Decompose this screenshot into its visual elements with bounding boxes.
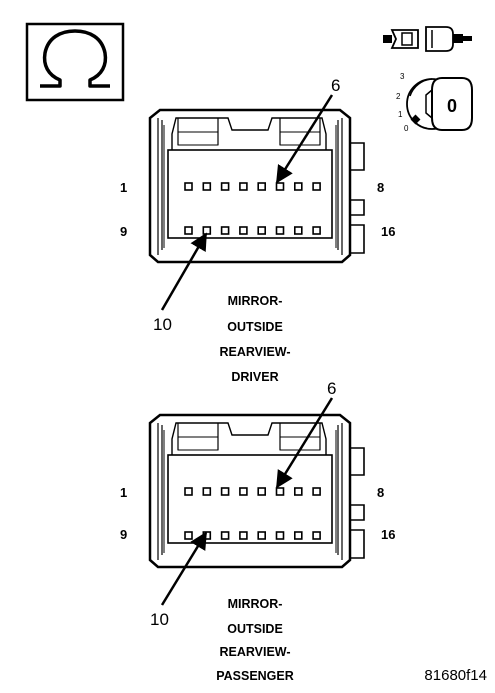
pin-cavity-14: [275, 531, 285, 540]
connector-passenger: 1 8 9 16 6 10 MIRROR- OUTSIDE REARVIEW- …: [120, 379, 395, 683]
ohm-icon: [40, 29, 110, 88]
pin-cavity-9: [184, 226, 193, 235]
pin-label-1: 1: [120, 180, 127, 195]
ignition-switch-icon: 3 2 1 0 0: [396, 72, 473, 133]
connector-housing: [148, 108, 365, 264]
pin-cavity-2: [202, 182, 212, 191]
caption-line-4: PASSENGER: [216, 669, 294, 683]
pin-cavity-12: [239, 531, 248, 540]
pin-cavity-16: [312, 226, 321, 235]
pin-cavity-8: [312, 487, 321, 496]
pin-cavity-2: [202, 487, 212, 496]
caption-line-1: MIRROR-: [228, 294, 283, 308]
pin-cavity-11: [220, 226, 230, 235]
pin-cavity-8: [312, 182, 321, 191]
callout-arrow-10: [160, 232, 208, 311]
pin-label-16: 16: [381, 224, 395, 239]
caption-line-2: OUTSIDE: [227, 320, 283, 334]
caption-line-1: MIRROR-: [228, 597, 283, 611]
caption-line-3: REARVIEW-: [219, 645, 290, 659]
caption-line-2: OUTSIDE: [227, 622, 283, 636]
pin-row-bottom: [184, 226, 321, 235]
pin-cavity-11: [220, 531, 230, 540]
pin-cavity-7: [293, 182, 303, 191]
figure-id: 81680f14: [424, 667, 487, 684]
ignition-position-2: 2: [396, 92, 401, 101]
pin-label-8: 8: [377, 485, 384, 500]
pin-cavity-16: [312, 531, 321, 540]
ohm-symbol-box: [25, 22, 125, 102]
pin-label-1: 1: [120, 485, 127, 500]
pin-cavity-5: [257, 487, 267, 496]
connector-housing: [148, 413, 365, 569]
callout-label-6: 6: [327, 379, 336, 398]
pin-cavity-13: [257, 531, 267, 540]
pin-cavity-1: [184, 487, 193, 496]
pin-cavity-5: [257, 182, 267, 191]
pin-label-9: 9: [120, 224, 127, 239]
ignition-key-label: 0: [447, 96, 457, 116]
pin-cavity-3: [220, 487, 230, 496]
pin-cavity-14: [275, 226, 285, 235]
pin-cavity-15: [293, 226, 303, 235]
pin-cavity-12: [239, 226, 248, 235]
pin-cavity-4: [239, 182, 248, 191]
pin-cavity-3: [220, 182, 230, 191]
connector-driver: 1 8 9 16 6 10 MIRROR- OUTSIDE REARVIEW- …: [120, 76, 395, 384]
callout-arrow-10: [160, 531, 208, 606]
callout-arrow-6: [275, 94, 334, 184]
ignition-position-3: 3: [400, 72, 405, 81]
pin-cavity-1: [184, 182, 193, 191]
pin-cavity-4: [239, 487, 248, 496]
pin-label-16: 16: [381, 527, 395, 542]
callout-label-10: 10: [150, 610, 169, 629]
callout-label-10: 10: [153, 315, 172, 334]
pin-cavity-13: [257, 226, 267, 235]
pin-cavity-15: [293, 531, 303, 540]
ignition-position-1: 1: [398, 110, 403, 119]
pin-row-top: [184, 182, 321, 191]
caption-line-3: REARVIEW-: [219, 345, 290, 359]
pin-label-8: 8: [377, 180, 384, 195]
callout-arrow-6: [275, 397, 334, 489]
ignition-position-0: 0: [404, 124, 409, 133]
caption-line-4: DRIVER: [231, 370, 278, 384]
callout-label-6: 6: [331, 76, 340, 95]
pin-label-9: 9: [120, 527, 127, 542]
connector-plug-icon: [383, 26, 472, 52]
pin-cavity-7: [293, 487, 303, 496]
